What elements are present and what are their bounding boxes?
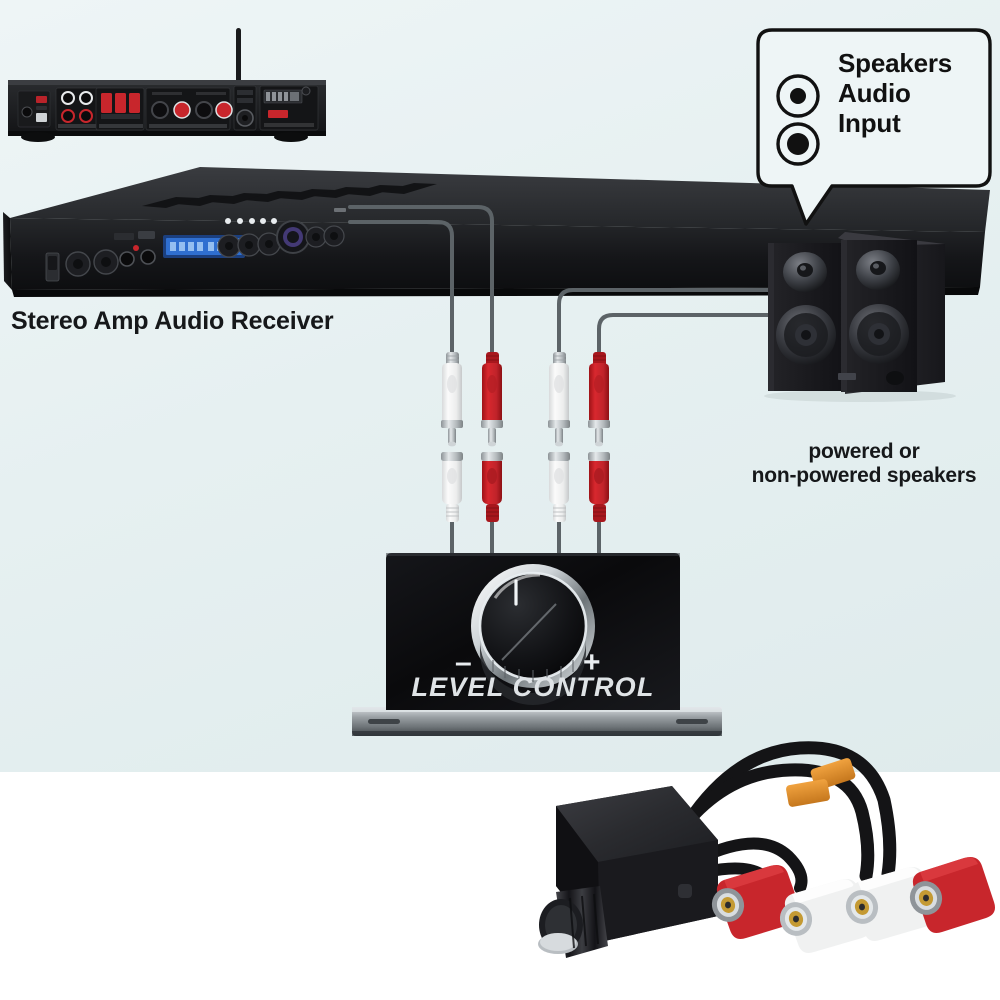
rca-jack-red-left <box>481 452 503 522</box>
callout-text: Speakers Audio Input <box>838 48 953 139</box>
speaker-pair <box>764 232 956 402</box>
level-control-label: LEVEL CONTROL <box>411 672 655 702</box>
product-rca-jack-red-2 <box>909 857 995 933</box>
amp-label: Stereo Amp Audio Receiver <box>11 307 334 335</box>
amp-rear-panel <box>8 28 326 142</box>
product-rca-jack-red-1 <box>711 865 801 939</box>
rca-female-jack-row <box>441 452 610 522</box>
level-plus-symbol: + <box>583 646 601 679</box>
rca-jack-red-right <box>588 452 610 522</box>
product-photo <box>538 741 995 958</box>
rca-jack-white-left <box>441 452 463 522</box>
callout-bubble <box>756 28 992 226</box>
cable-speakers-to-plugs <box>557 288 774 354</box>
level-control-device <box>352 553 722 736</box>
cable-amp-to-plugs <box>348 205 494 354</box>
rca-plug-white-right <box>548 352 570 447</box>
cable-tie-group <box>786 758 856 807</box>
rca-male-plug-row <box>441 352 610 447</box>
callout-jack-bottom <box>776 122 820 166</box>
rca-plug-red-right <box>588 352 610 447</box>
rca-plug-white-left <box>441 352 463 447</box>
callout-jack-top <box>776 74 820 118</box>
product-knob <box>538 886 608 958</box>
level-minus-symbol: – <box>455 646 472 679</box>
speakers-label: powered or non-powered speakers <box>751 440 977 487</box>
rca-jack-white-right <box>548 452 570 522</box>
rca-plug-red-left <box>481 352 503 447</box>
